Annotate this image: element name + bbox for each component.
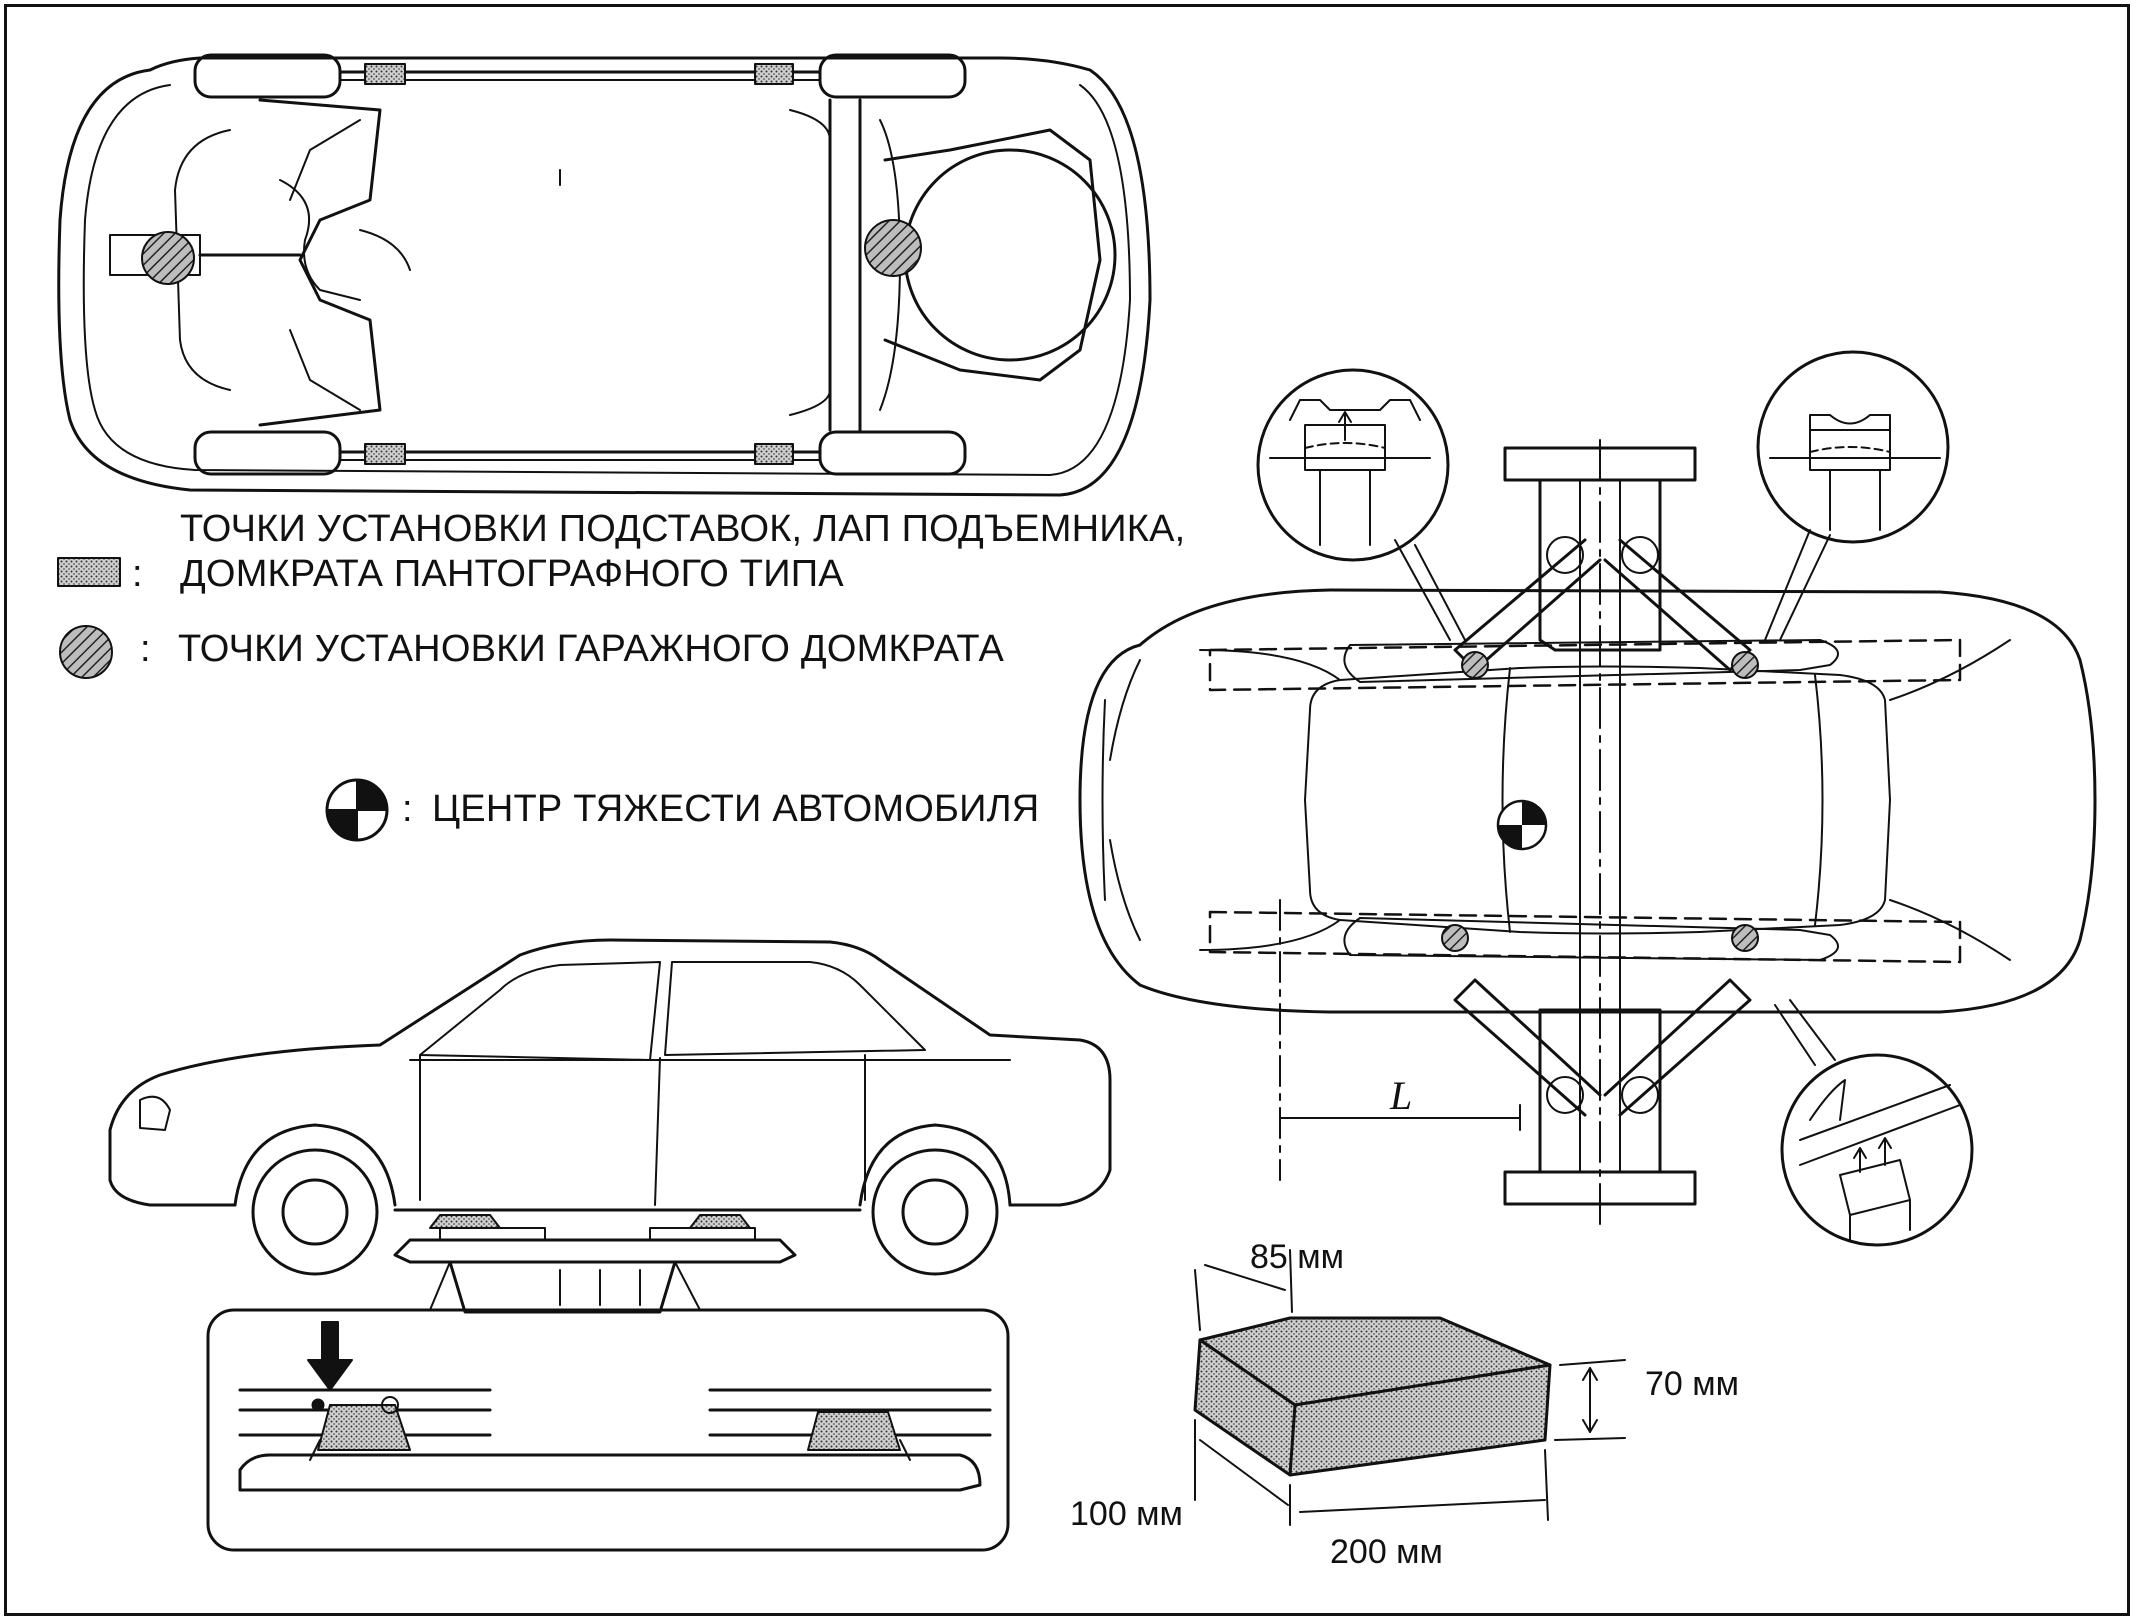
top-view-car xyxy=(1078,588,2097,1014)
rear-pad-magnifier xyxy=(1756,350,1950,641)
block-depth-label: 85 мм xyxy=(1250,1238,1345,1276)
lift-platform xyxy=(393,1214,797,1314)
stand-points-label-line2: ДОМКРАТА ПАНТОГРАФНОГО ТИПА xyxy=(180,553,844,595)
distance-L-dimension xyxy=(1279,899,1521,1181)
center-of-gravity-label: ЦЕНТР ТЯЖЕСТИ АВТОМОБИЛЯ xyxy=(432,788,1040,830)
top-view-center-of-gravity-icon xyxy=(1496,799,1548,851)
center-of-gravity-icon xyxy=(325,778,389,842)
wheel-rear-left xyxy=(818,53,967,99)
underbody-stand-points xyxy=(364,63,794,465)
block-height-label: 70 мм xyxy=(1645,1365,1740,1403)
support-block xyxy=(1193,1249,1626,1526)
distance-L-label: L xyxy=(1390,1073,1413,1118)
garage-jack-legend-icon xyxy=(59,625,113,679)
lift-pad-detail xyxy=(206,1308,1010,1552)
down-arrow-icon xyxy=(307,1321,353,1391)
front-pad-magnifier xyxy=(1256,368,1466,641)
garage-jack-separator: : xyxy=(140,628,151,670)
stand-point-legend-icon xyxy=(57,557,121,587)
garage-jack-label: ТОЧКИ УСТАНОВКИ ГАРАЖНОГО ДОМКРАТА xyxy=(178,628,1005,670)
block-length-label: 200 мм xyxy=(1330,1533,1443,1571)
figure-frame xyxy=(4,4,2130,1616)
block-width-label: 100 мм xyxy=(1070,1495,1183,1533)
wheel-front-right xyxy=(193,430,342,476)
side-view-car xyxy=(108,938,1112,1276)
center-of-gravity-separator: : xyxy=(402,788,413,830)
stand-points-separator: : xyxy=(132,553,143,595)
wheel-rear-right xyxy=(818,430,967,476)
side-pad-magnifier xyxy=(1774,999,1974,1247)
wheel-front-left xyxy=(193,53,342,99)
underbody-garage-jack-points xyxy=(141,219,922,285)
underbody-view xyxy=(57,53,1152,497)
stand-points-label-line1: ТОЧКИ УСТАНОВКИ ПОДСТАВОК, ЛАП ПОДЪЕМНИК… xyxy=(180,508,1186,550)
